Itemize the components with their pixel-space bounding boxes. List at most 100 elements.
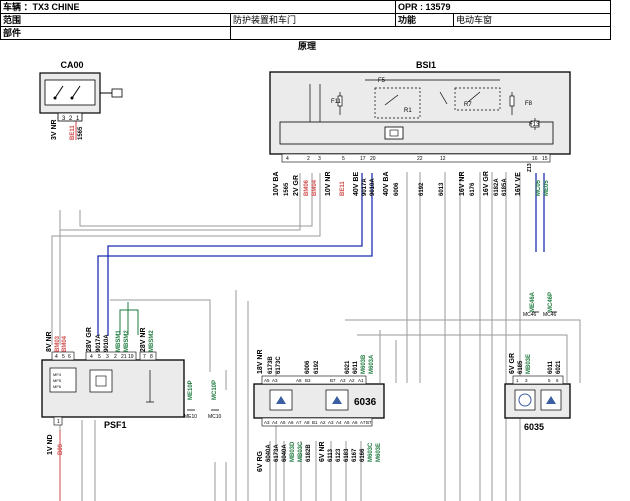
svg-text:A3: A3 — [264, 420, 270, 425]
svg-text:8: 8 — [150, 354, 153, 360]
svg-text:4: 4 — [286, 156, 289, 162]
vehicle-label: 车辆 ：TX3 CHINE — [0, 0, 397, 14]
key-icon — [111, 88, 123, 98]
svg-text:6: 6 — [556, 378, 559, 383]
svg-text:9017A: 9017A — [96, 334, 102, 352]
svg-text:F5: F5 — [378, 78, 386, 84]
part-label: 部件 — [0, 26, 231, 40]
svg-text:6011: 6011 — [353, 360, 359, 374]
svg-text:6176: 6176 — [470, 182, 476, 196]
svg-text:6182A: 6182A — [494, 178, 500, 196]
svg-text:1: 1 — [57, 419, 60, 425]
svg-text:40V BE: 40V BE — [353, 172, 360, 196]
svg-text:B7: B7 — [330, 378, 336, 383]
svg-text:A4: A4 — [336, 420, 342, 425]
svg-text:2: 2 — [307, 156, 310, 162]
svg-text:6183: 6183 — [344, 448, 350, 462]
svg-text:6021: 6021 — [556, 360, 562, 374]
component-6036[interactable]: 6036 A5 A3 A8 B3 B7 A3 A2 A1 A3 A4 A5 A6… — [253, 349, 385, 472]
svg-text:M603B: M603B — [361, 354, 367, 374]
svg-text:6185A: 6185A — [502, 178, 508, 196]
svg-text:22: 22 — [417, 156, 423, 162]
svg-text:9017A: 9017A — [362, 178, 368, 196]
svg-text:9010A: 9010A — [370, 178, 376, 196]
svg-text:MC46: MC46 — [543, 312, 557, 318]
svg-text:MF4: MF4 — [53, 372, 62, 377]
svg-text:6123: 6123 — [336, 448, 342, 462]
svg-text:A3: A3 — [272, 378, 278, 383]
m6036-label: 6036 — [354, 397, 377, 408]
svg-text:3: 3 — [318, 156, 321, 162]
svg-text:ME10: ME10 — [184, 414, 197, 420]
svg-text:M603C: M603C — [368, 442, 374, 462]
svg-text:6040A: 6040A — [282, 444, 288, 462]
svg-text:BM04: BM04 — [312, 179, 318, 196]
svg-text:A8: A8 — [304, 420, 310, 425]
psf1-ecu-icon — [89, 369, 113, 393]
part-value — [229, 26, 612, 40]
bsi1-pin-strip — [281, 153, 551, 163]
svg-text:3: 3 — [525, 378, 528, 383]
bsi1-label: BSI1 — [416, 60, 436, 70]
svg-text:B3: B3 — [305, 378, 311, 383]
svg-text:MC46P: MC46P — [548, 292, 554, 312]
svg-text:BM03: BM03 — [55, 335, 61, 352]
svg-text:MF5: MF5 — [53, 378, 62, 383]
svg-text:6192: 6192 — [314, 360, 320, 374]
svg-text:17: 17 — [360, 156, 366, 162]
svg-text:40V BA: 40V BA — [383, 171, 390, 196]
svg-text:6173C: 6173C — [276, 356, 282, 374]
bsi1-ecu-icon — [384, 126, 404, 140]
svg-text:16V GR: 16V GR — [483, 171, 490, 196]
svg-text:BM06: BM06 — [304, 179, 310, 196]
svg-text:16V NR: 16V NR — [459, 171, 466, 196]
svg-text:6: 6 — [68, 354, 71, 360]
svg-text:1565: 1565 — [78, 126, 84, 140]
svg-text:MC05: MC05 — [536, 179, 542, 196]
svg-text:B7: B7 — [366, 420, 372, 425]
svg-text:4: 4 — [55, 354, 58, 360]
svg-text:4: 4 — [90, 354, 93, 360]
svg-text:M603A: M603A — [369, 354, 375, 374]
scope-label: 范围 — [0, 13, 231, 27]
svg-text:6040A: 6040A — [266, 444, 272, 462]
svg-text:B1: B1 — [312, 420, 318, 425]
svg-text:6V GR: 6V GR — [509, 353, 516, 374]
section-title: 原理 — [298, 41, 316, 51]
svg-text:A1: A1 — [358, 378, 364, 383]
svg-text:3: 3 — [106, 354, 109, 360]
component-psf1[interactable]: MF4 MF5 MF6 PSF1 4 5 6 4 5 3 2 21 19 7 8… — [41, 327, 222, 455]
svg-text:5: 5 — [548, 378, 551, 383]
svg-text:18V NR: 18V NR — [257, 349, 264, 374]
svg-text:MB03E: MB03E — [526, 354, 532, 374]
component-6035[interactable]: 6035 1 3 5 6 6V GR 6185 MB03E 6011 6021 — [504, 353, 571, 432]
component-ca00[interactable]: CA00 3 2 1 3V NR BE11 1565 — [39, 60, 123, 140]
ca00-connector-label: 3V NR — [51, 119, 58, 140]
svg-text:R1: R1 — [404, 108, 412, 114]
svg-text:A5: A5 — [280, 420, 286, 425]
svg-text:MBSM1: MBSM1 — [116, 330, 122, 352]
svg-text:B09: B09 — [58, 443, 64, 455]
svg-text:8V NR: 8V NR — [46, 331, 53, 352]
svg-text:6173A: 6173A — [274, 444, 280, 462]
svg-text:6192: 6192 — [419, 182, 425, 196]
svg-text:6173B: 6173B — [268, 356, 274, 374]
svg-text:A6: A6 — [288, 420, 294, 425]
ground-icon — [187, 311, 557, 411]
svg-text:BM04: BM04 — [62, 335, 68, 352]
svg-text:28V NR: 28V NR — [140, 327, 147, 352]
ca00-label: CA00 — [60, 60, 83, 70]
function-value: 电动车窗 — [453, 13, 612, 27]
svg-text:A3: A3 — [340, 378, 346, 383]
svg-text:6021: 6021 — [345, 360, 351, 374]
svg-text:MF6: MF6 — [53, 384, 62, 389]
svg-text:Z13: Z13 — [527, 163, 533, 172]
svg-text:10V NR: 10V NR — [325, 171, 332, 196]
blue-wires — [97, 173, 545, 336]
component-bsi1[interactable]: BSI1 F5 F11 F8 F13 R1 R7 4 2 — [269, 60, 571, 196]
svg-text:1: 1 — [516, 378, 519, 383]
svg-text:M603E: M603E — [376, 443, 382, 462]
scope-value: 防护装置和车门 — [229, 13, 397, 27]
svg-text:10V BA: 10V BA — [273, 171, 280, 196]
svg-text:5: 5 — [98, 354, 101, 360]
